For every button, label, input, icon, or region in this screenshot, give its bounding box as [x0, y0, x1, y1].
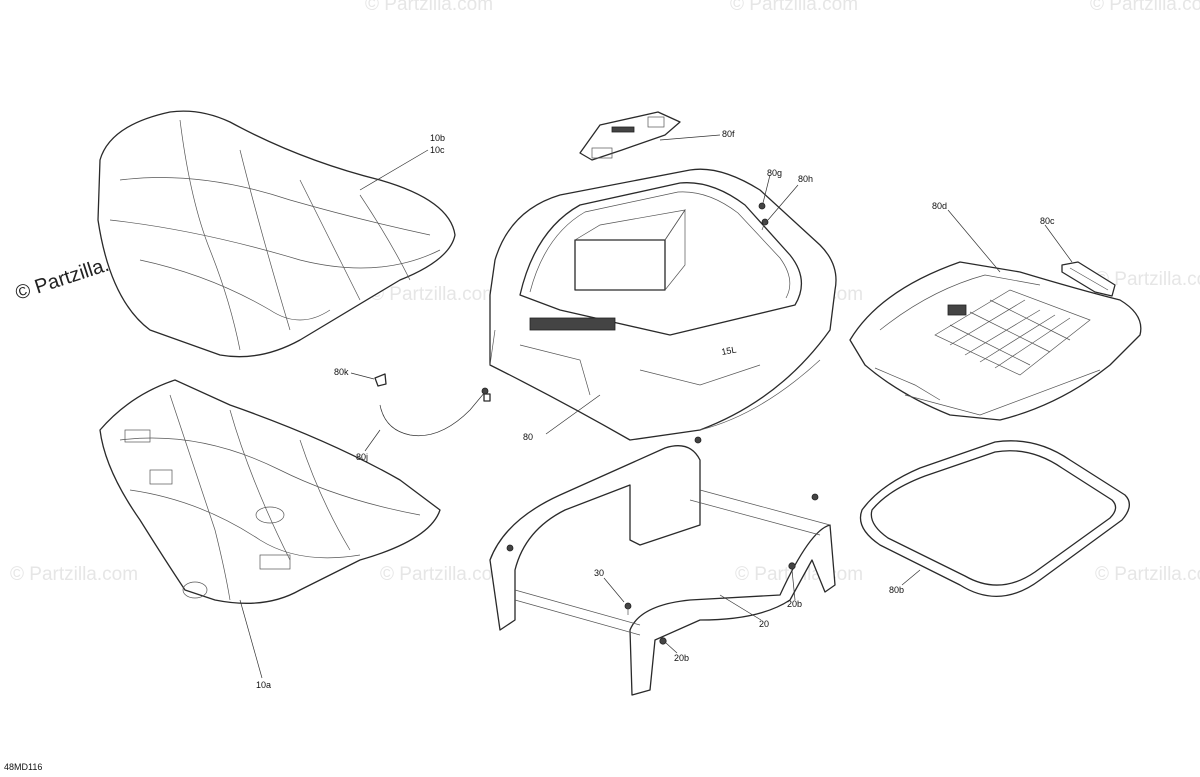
callout-80g[interactable]: 80g	[767, 168, 782, 178]
screw-80g[interactable]	[758, 202, 766, 210]
nut-20b-lower[interactable]	[659, 637, 667, 645]
support-frame[interactable]	[489, 445, 836, 696]
callout-80f[interactable]: 80f	[722, 129, 735, 139]
faint-watermark: © Partzilla.com	[365, 0, 493, 15]
hinge-80c[interactable]	[1061, 261, 1116, 297]
callout-80d[interactable]: 80d	[932, 201, 947, 211]
diagram-code: 48MD116	[4, 762, 42, 772]
bolt-30[interactable]	[624, 602, 632, 615]
seat-cushion[interactable]	[97, 110, 456, 358]
callout-80b[interactable]: 80b	[889, 585, 904, 595]
bolt-frame-left[interactable]	[506, 544, 514, 552]
storage-box[interactable]: 15L	[489, 168, 837, 441]
callout-80k[interactable]: 80k	[334, 367, 349, 377]
faint-watermark: © Partzilla.com	[1095, 564, 1200, 585]
seat-base[interactable]	[99, 379, 441, 604]
faint-watermark: © Partzilla.com	[370, 284, 498, 305]
screw-80h[interactable]	[761, 218, 769, 231]
nut-20b-upper[interactable]	[788, 562, 796, 570]
cable-80j[interactable]	[379, 387, 491, 437]
callout-10c[interactable]: 10c	[430, 145, 445, 155]
callout-20b-upper[interactable]: 20b	[787, 599, 802, 609]
callout-80j[interactable]: 80j	[356, 452, 368, 462]
lid-grip-texture	[934, 289, 1091, 376]
storage-lid[interactable]	[849, 261, 1142, 421]
svg-text:15L: 15L	[721, 345, 738, 357]
callout-20b-lower[interactable]: 20b	[674, 653, 689, 663]
faint-watermark: © Partzilla.com	[380, 564, 508, 585]
callout-labels: 10b 10c 80f 80g 80h 80d 80c 80k 80j 80 8…	[256, 129, 1055, 690]
callout-10b[interactable]: 10b	[430, 133, 445, 143]
faint-watermark: © Partzilla.com	[1090, 0, 1200, 15]
faint-watermark: © Partzilla.com	[1095, 269, 1200, 290]
clip-80k[interactable]	[374, 373, 387, 387]
faint-watermark: © Partzilla.com	[730, 0, 858, 15]
leader-lines	[239, 134, 1073, 679]
callout-30[interactable]: 30	[594, 568, 604, 578]
callout-80c[interactable]: 80c	[1040, 216, 1055, 226]
gasket-seal[interactable]	[859, 440, 1130, 597]
latch-plate[interactable]	[579, 111, 681, 161]
callout-10a[interactable]: 10a	[256, 680, 271, 690]
bolt-frame-right[interactable]	[811, 493, 819, 501]
faint-watermark: © Partzilla.com	[10, 564, 138, 585]
callout-20[interactable]: 20	[759, 619, 769, 629]
bolt-frame-top[interactable]	[694, 436, 702, 444]
callout-80h[interactable]: 80h	[798, 174, 813, 184]
callout-80[interactable]: 80	[523, 432, 533, 442]
